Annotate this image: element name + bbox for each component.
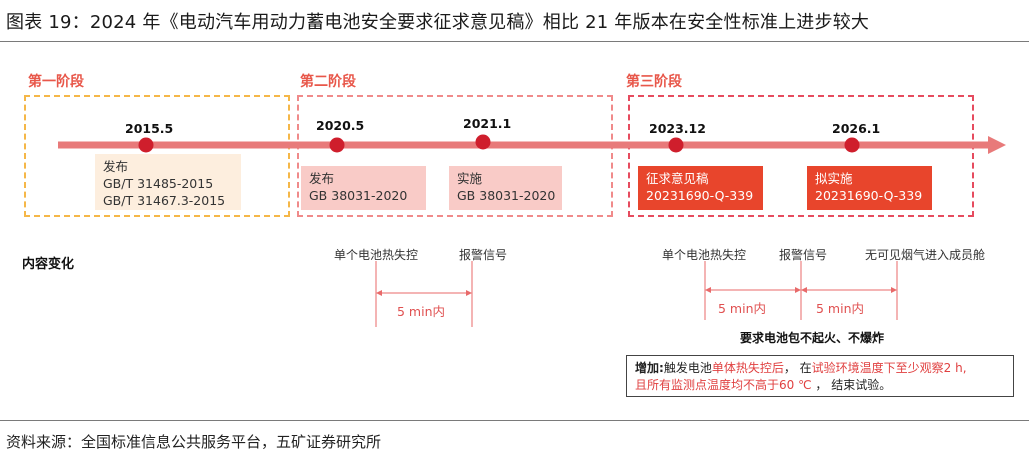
milestone-date-2023: 2023.12: [649, 121, 706, 136]
addition-text: 触发电池: [663, 361, 712, 375]
milestone-date-2020: 2020.5: [316, 118, 365, 133]
stage-label-2: 第二阶段: [300, 74, 356, 90]
event-thermal-runaway-2021: 单个电池热失控: [334, 248, 419, 262]
figure-title: 图表 19：2024 年《电动汽车用动力蓄电池安全要求征求意见稿》相比 21 年…: [6, 12, 870, 33]
stage-label-3: 第三阶段: [626, 74, 682, 90]
stage-label-1: 第一阶段: [28, 74, 84, 90]
milestone-card-2023: 征求意见稿 20231690-Q-339: [638, 166, 763, 210]
stage-box-1: [24, 95, 290, 217]
bracket-2024-arrow-2r: [891, 287, 897, 293]
bracket-2024-arrow-1l: [705, 287, 711, 293]
addition-text: ， 在: [783, 361, 812, 375]
addition-text: ， 结束试验。: [811, 378, 892, 392]
milestone-code: GB 38031-2020: [309, 188, 408, 203]
source-note: 资料来源：全国标准信息公共服务平台，五矿证券研究所: [6, 433, 382, 451]
addition-text-highlight: 且所有监测点温度均不高于60 ℃: [635, 378, 812, 392]
event-thermal-runaway-2024: 单个电池热失控: [662, 248, 747, 262]
milestone-date-2021: 2021.1: [463, 116, 512, 131]
milestone-dot-2015: [138, 137, 154, 153]
milestone-card-2021: 实施 GB 38031-2020: [449, 166, 562, 210]
milestone-card-2026: 拟实施 20231690-Q-339: [807, 166, 932, 210]
event-alarm-2021: 报警信号: [459, 248, 508, 262]
addition-prefix: 增加:: [635, 361, 664, 375]
milestone-code: 20231690-Q-339: [815, 188, 923, 203]
bracket-2021-arrow-left: [376, 290, 382, 296]
milestone-dot-2023: [668, 137, 684, 153]
stage-box-3: [628, 95, 974, 217]
milestone-code: GB 38031-2020: [457, 188, 556, 203]
addition-note-box: 增加:触发电池单体热失控后， 在试验环境温度下至少观察2 h, 且所有监测点温度…: [626, 355, 1014, 397]
content-change-label: 内容变化: [22, 257, 75, 272]
addition-text-highlight: 试验环境温度下至少观察2 h,: [811, 361, 967, 375]
footer-divider: [0, 420, 1029, 421]
timeline-arrowhead: [988, 136, 1006, 154]
milestone-action: 实施: [457, 171, 483, 186]
stage-box-2: [297, 95, 613, 217]
milestone-date-2015: 2015.5: [125, 121, 174, 136]
duration-2024-2: 5 min内: [816, 301, 864, 316]
event-no-smoke-2024: 无可见烟气进入成员舱: [865, 248, 986, 262]
milestone-dot-2026: [844, 137, 860, 153]
duration-2024-1: 5 min内: [718, 301, 766, 316]
milestone-code: 20231690-Q-339: [646, 188, 754, 203]
milestone-code: GB/T 31467.3-2015: [103, 193, 226, 208]
milestone-action: 发布: [103, 159, 129, 174]
milestone-action: 发布: [309, 171, 335, 186]
milestone-dot-2020: [329, 137, 345, 153]
milestone-action: 征求意见稿: [646, 171, 709, 186]
milestone-date-2026: 2026.1: [832, 121, 881, 136]
bracket-2024-arrow-2l: [801, 287, 807, 293]
title-divider: [0, 41, 1029, 42]
milestone-card-2015: 发布 GB/T 31485-2015 GB/T 31467.3-2015: [95, 154, 241, 210]
milestone-code: GB/T 31485-2015: [103, 176, 214, 191]
event-alarm-2024: 报警信号: [779, 248, 828, 262]
milestone-dot-2021: [475, 134, 491, 150]
duration-2021: 5 min内: [397, 304, 445, 319]
milestone-card-2020: 发布 GB 38031-2020: [301, 166, 426, 210]
bracket-2021-arrow-right: [466, 290, 472, 296]
milestone-action: 拟实施: [815, 171, 853, 186]
addition-text-highlight: 单体热失控后: [711, 361, 784, 375]
requirement-text: 要求电池包不起火、不爆炸: [740, 331, 885, 345]
bracket-2024-arrow-1r: [795, 287, 801, 293]
